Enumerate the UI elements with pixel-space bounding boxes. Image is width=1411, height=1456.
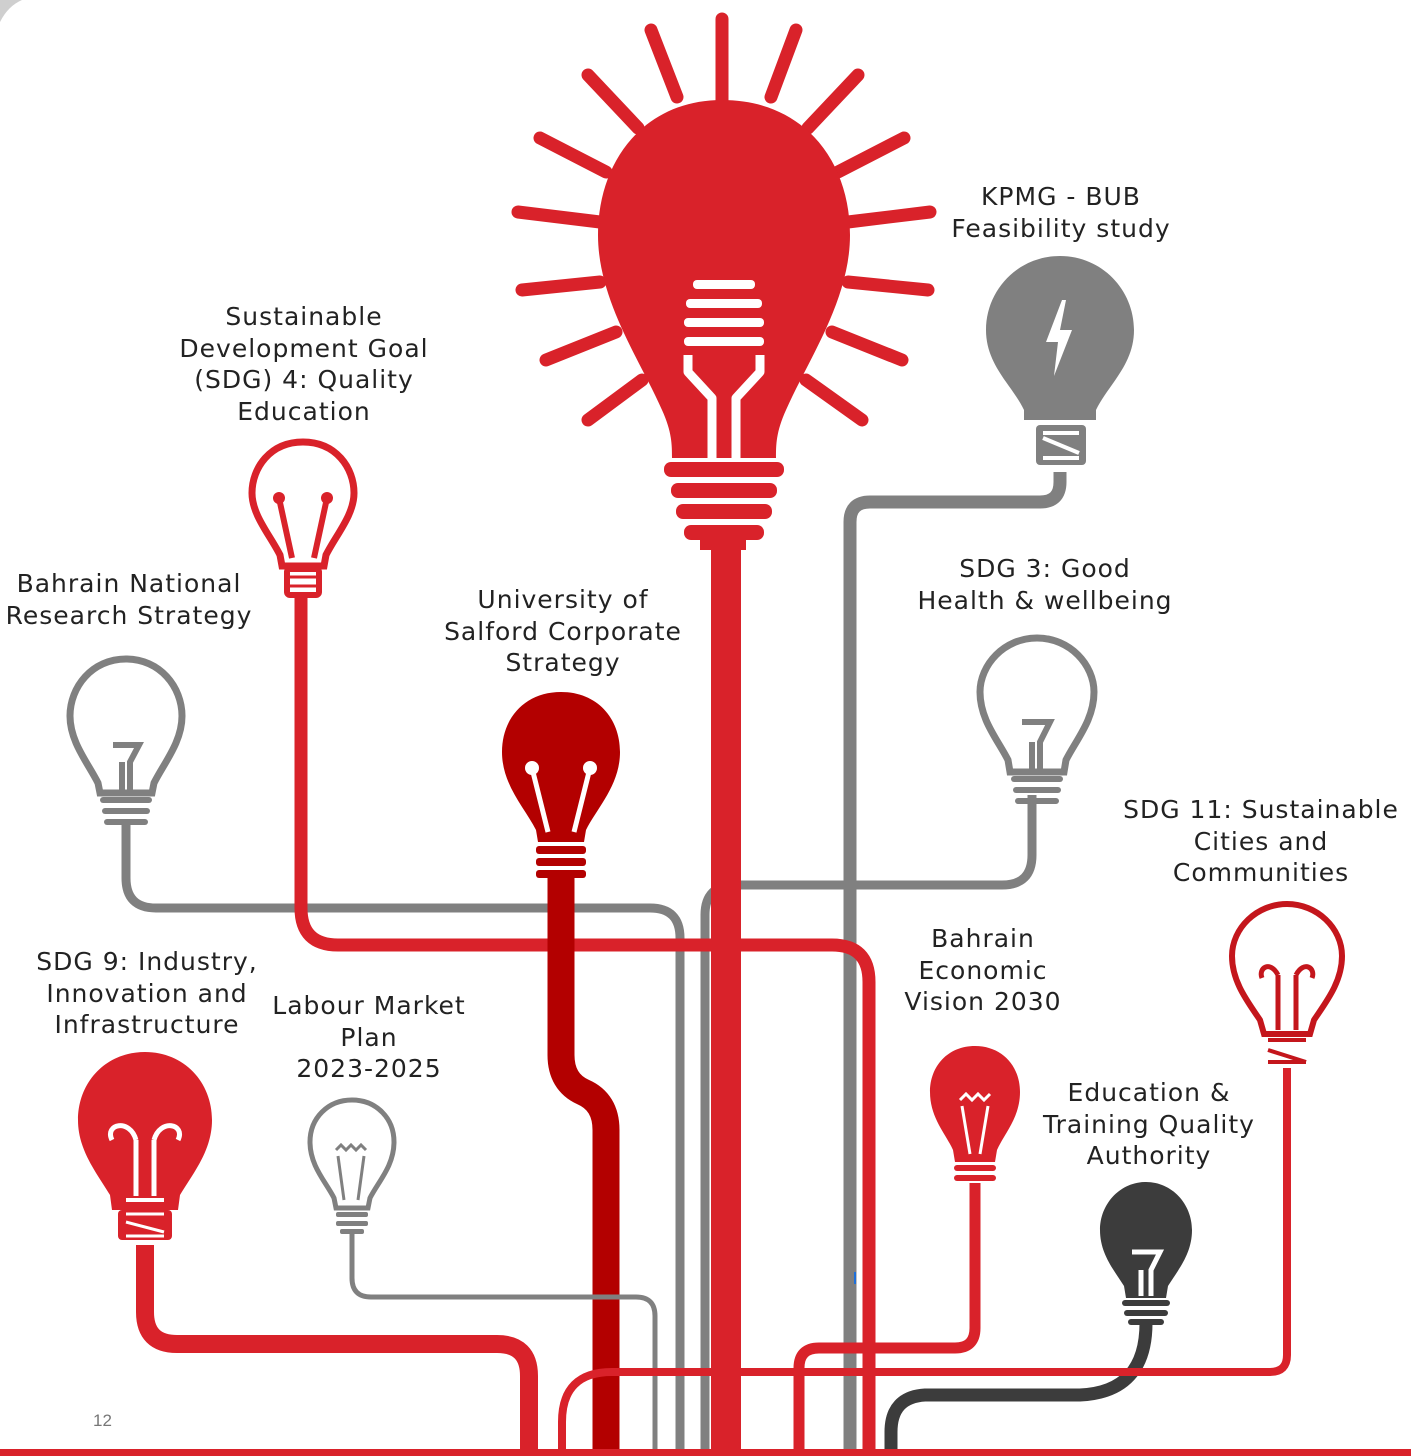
- vision-bulb-icon: [930, 1046, 1020, 1181]
- wire-salford: [547, 878, 620, 1456]
- corner-shadow: [0, 0, 22, 22]
- wire-labour: [349, 1234, 658, 1456]
- sdg9-bulb-icon: [78, 1052, 212, 1240]
- etqa-bulb-icon: [1100, 1182, 1192, 1325]
- wire-sdg3: [700, 795, 1037, 1456]
- sdg11-bulb-icon: [1228, 900, 1346, 1064]
- wire-bnrs: [121, 825, 685, 1456]
- labour-bulb-icon: [307, 1097, 397, 1234]
- kpmg-bulb-icon: [986, 256, 1134, 465]
- bottom-accent-bar: [0, 1449, 1411, 1456]
- page-number: 12: [93, 1411, 112, 1430]
- wire-sdg11: [558, 1068, 1291, 1456]
- wire-etqa: [884, 1322, 1153, 1456]
- central-lightbulb-icon: [511, 12, 937, 550]
- sdg4-bulb-icon: [248, 438, 358, 598]
- wire-vision: [793, 1183, 981, 1456]
- sdg3-bulb-icon: [976, 634, 1098, 804]
- wire-sdg4: [294, 597, 876, 1456]
- wire-kpmg: [843, 472, 1067, 1456]
- bnrs-bulb-icon: [66, 655, 186, 825]
- wires: [121, 472, 1291, 1456]
- wire-sdg9: [136, 1245, 538, 1456]
- salford-bulb-icon: [502, 692, 620, 878]
